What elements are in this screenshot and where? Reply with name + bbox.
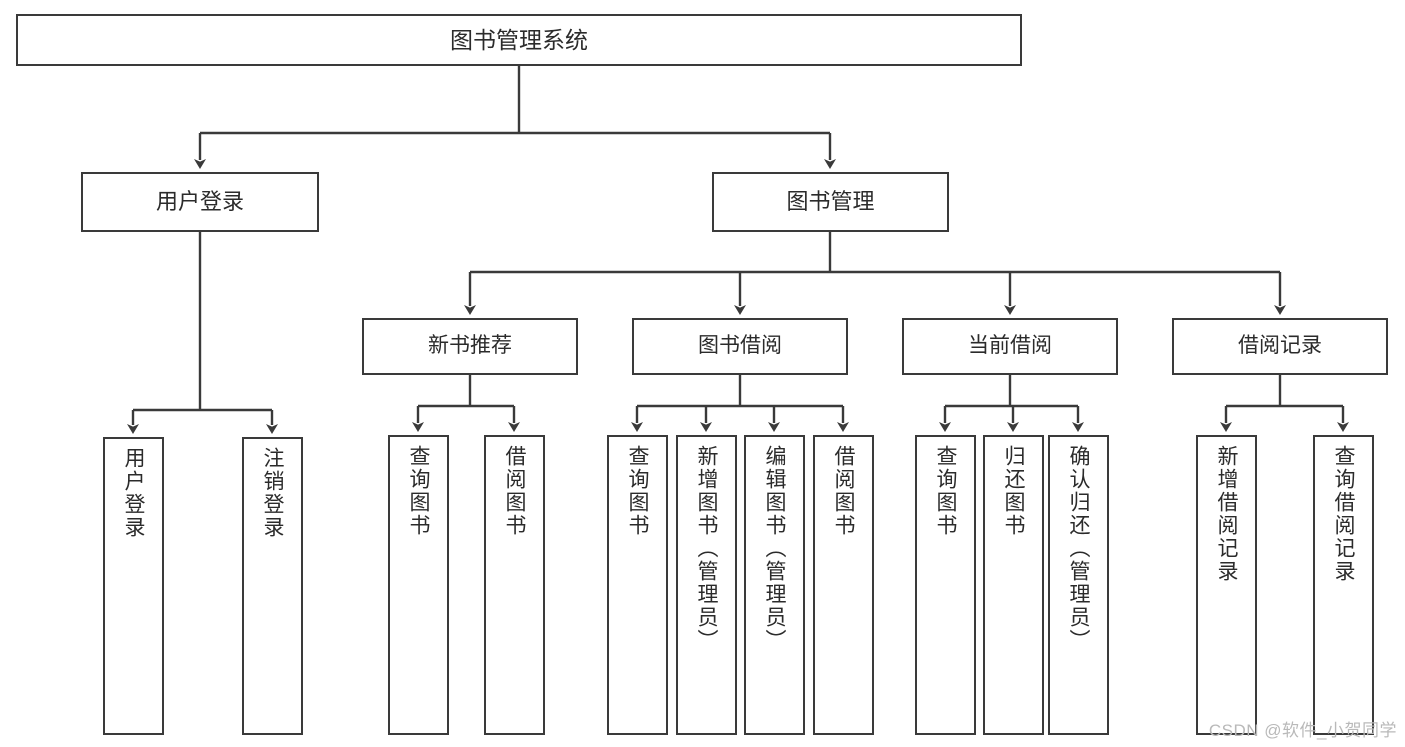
node-current-borrow-label: 当前借阅 <box>968 334 1052 358</box>
node-leaf-add-borrow-record[interactable]: 新增借阅记录 <box>1196 435 1257 735</box>
node-leaf-edit-book-admin[interactable]: 编辑图书（管理员） <box>744 435 805 735</box>
node-book-borrow-label: 图书借阅 <box>698 334 782 358</box>
node-leaf-query-book-2[interactable]: 查询图书 <box>607 435 668 735</box>
node-leaf-query-borrow-record[interactable]: 查询借阅记录 <box>1313 435 1374 735</box>
node-current-borrow[interactable]: 当前借阅 <box>902 318 1118 375</box>
node-book-manage[interactable]: 图书管理 <box>712 172 949 232</box>
watermark: CSDN @软件_小贺同学 <box>1208 721 1397 740</box>
node-leaf-confirm-return-admin-label: 确认归还（管理员） <box>1067 445 1090 652</box>
node-leaf-borrow-book-2[interactable]: 借阅图书 <box>813 435 874 735</box>
node-leaf-query-book-3[interactable]: 查询图书 <box>915 435 976 735</box>
node-new-book-recommend-label: 新书推荐 <box>428 334 512 358</box>
node-leaf-user-login[interactable]: 用户登录 <box>103 437 164 735</box>
node-root[interactable]: 图书管理系统 <box>16 14 1022 66</box>
node-leaf-query-book-1[interactable]: 查询图书 <box>388 435 449 735</box>
node-borrow-record-label: 借阅记录 <box>1238 334 1322 358</box>
node-leaf-edit-book-admin-label: 编辑图书（管理员） <box>763 445 786 652</box>
node-root-label: 图书管理系统 <box>450 26 588 53</box>
node-user-login[interactable]: 用户登录 <box>81 172 319 232</box>
node-book-borrow[interactable]: 图书借阅 <box>632 318 848 375</box>
node-leaf-add-book-admin-label: 新增图书（管理员） <box>695 445 718 652</box>
node-leaf-logout-login-label: 注销登录 <box>261 447 284 539</box>
node-leaf-logout-login[interactable]: 注销登录 <box>242 437 303 735</box>
node-new-book-recommend[interactable]: 新书推荐 <box>362 318 578 375</box>
node-leaf-add-book-admin[interactable]: 新增图书（管理员） <box>676 435 737 735</box>
node-leaf-user-login-label: 用户登录 <box>122 447 145 539</box>
node-leaf-borrow-book-1[interactable]: 借阅图书 <box>484 435 545 735</box>
node-leaf-query-book-3-label: 查询图书 <box>934 445 957 537</box>
node-leaf-return-book-label: 归还图书 <box>1002 445 1025 537</box>
node-leaf-query-book-2-label: 查询图书 <box>626 445 649 537</box>
node-user-login-label: 用户登录 <box>155 189 244 215</box>
node-borrow-record[interactable]: 借阅记录 <box>1172 318 1388 375</box>
node-leaf-borrow-book-2-label: 借阅图书 <box>832 445 855 537</box>
node-leaf-query-borrow-record-label: 查询借阅记录 <box>1332 445 1355 583</box>
node-leaf-add-borrow-record-label: 新增借阅记录 <box>1215 445 1238 583</box>
node-book-manage-label: 图书管理 <box>786 189 875 215</box>
node-leaf-query-book-1-label: 查询图书 <box>407 445 430 537</box>
node-leaf-borrow-book-1-label: 借阅图书 <box>503 445 526 537</box>
node-leaf-confirm-return-admin[interactable]: 确认归还（管理员） <box>1048 435 1109 735</box>
node-leaf-return-book[interactable]: 归还图书 <box>983 435 1044 735</box>
